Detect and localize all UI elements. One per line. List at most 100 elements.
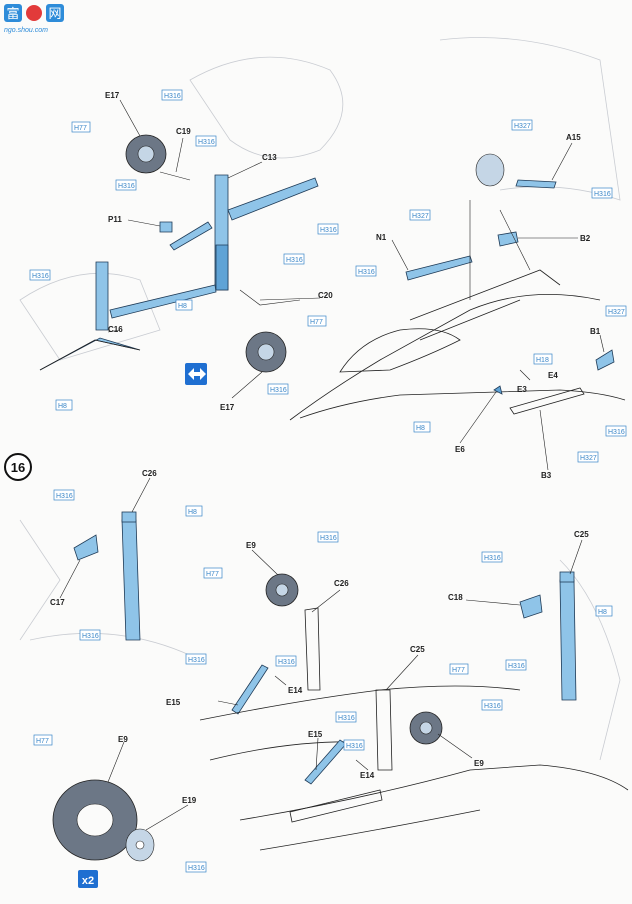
paint-h316: H316 bbox=[605, 425, 627, 437]
e15-link-lower bbox=[304, 739, 347, 785]
paint-h77: H77 bbox=[203, 567, 223, 579]
label-c17: C17 bbox=[50, 598, 65, 607]
multiplier-badge: x2 bbox=[78, 870, 98, 888]
step16-left-gear bbox=[73, 511, 141, 641]
label-c25-centre: C25 bbox=[410, 645, 425, 654]
label-e9-top: E9 bbox=[246, 541, 256, 550]
multiplier-text: x2 bbox=[82, 875, 94, 887]
paint-h316: H316 bbox=[79, 629, 101, 641]
label-e19: E19 bbox=[182, 796, 197, 805]
c18-part bbox=[519, 594, 543, 619]
paint-h8: H8 bbox=[55, 399, 73, 411]
watermark-char-2: 网 bbox=[48, 6, 61, 21]
label-e17-bottom: E17 bbox=[220, 403, 235, 412]
svg-text:H8: H8 bbox=[178, 303, 187, 310]
svg-text:H77: H77 bbox=[36, 738, 49, 745]
svg-text:H327: H327 bbox=[580, 455, 597, 462]
paint-h316: H316 bbox=[53, 489, 75, 501]
paint-h327: H327 bbox=[605, 305, 627, 317]
c25-strut-right bbox=[559, 579, 577, 701]
svg-text:H316: H316 bbox=[164, 93, 181, 100]
paint-h316: H316 bbox=[29, 269, 51, 281]
svg-text:H327: H327 bbox=[514, 123, 531, 130]
paint-h316: H316 bbox=[343, 739, 365, 751]
c17-part bbox=[73, 534, 99, 561]
paint-h316: H316 bbox=[591, 187, 613, 199]
label-e14-lower: E14 bbox=[360, 771, 375, 780]
label-c20: C20 bbox=[318, 291, 333, 300]
svg-text:H8: H8 bbox=[416, 425, 425, 432]
step-number: 16 bbox=[11, 460, 25, 475]
direction-arrow-badge-icon bbox=[185, 363, 207, 385]
nose-wheel bbox=[475, 153, 505, 187]
svg-text:H316: H316 bbox=[188, 657, 205, 664]
label-c16: C16 bbox=[108, 325, 123, 334]
paint-h316: H316 bbox=[275, 655, 297, 667]
svg-text:H316: H316 bbox=[338, 715, 355, 722]
paint-h316: H316 bbox=[335, 711, 357, 723]
label-c13: C13 bbox=[262, 153, 277, 162]
label-b1: B1 bbox=[590, 327, 601, 336]
label-e6: E6 bbox=[455, 445, 465, 454]
svg-text:H316: H316 bbox=[358, 269, 375, 276]
label-c26-centre: C26 bbox=[334, 579, 349, 588]
svg-text:H316: H316 bbox=[270, 387, 287, 394]
svg-text:H316: H316 bbox=[320, 535, 337, 542]
label-e17-top: E17 bbox=[105, 91, 120, 100]
label-e3: E3 bbox=[517, 385, 527, 394]
watermark-char-1: 富 bbox=[6, 6, 19, 21]
label-e9-left: E9 bbox=[118, 735, 128, 744]
step16-right-gear bbox=[519, 571, 577, 701]
c13-brace-arm bbox=[227, 177, 319, 221]
paint-h8: H8 bbox=[413, 421, 431, 433]
svg-text:H316: H316 bbox=[346, 743, 363, 750]
label-b2: B2 bbox=[580, 234, 591, 243]
aircraft-nose-upper bbox=[289, 269, 626, 421]
b1-part bbox=[595, 349, 615, 371]
svg-text:H8: H8 bbox=[58, 403, 67, 410]
label-c25-right: C25 bbox=[574, 530, 589, 539]
paint-h316: H316 bbox=[481, 699, 503, 711]
svg-text:H316: H316 bbox=[594, 191, 611, 198]
paint-h77: H77 bbox=[449, 663, 469, 675]
svg-text:H327: H327 bbox=[608, 309, 625, 316]
b2-part bbox=[497, 231, 519, 247]
c26-cap bbox=[121, 511, 137, 523]
label-n1: N1 bbox=[376, 233, 387, 242]
svg-text:H316: H316 bbox=[56, 493, 73, 500]
paint-h77: H77 bbox=[33, 734, 53, 746]
svg-text:H316: H316 bbox=[82, 633, 99, 640]
part-labels: E17 C19 C13 P11 A15 B2 N1 C16 C20 E17 B1… bbox=[50, 91, 601, 805]
label-c26-left: C26 bbox=[142, 469, 157, 478]
svg-text:H77: H77 bbox=[452, 667, 465, 674]
paint-h8: H8 bbox=[185, 505, 203, 517]
n1-door bbox=[405, 255, 473, 281]
svg-text:H77: H77 bbox=[74, 125, 87, 132]
paint-h316: H316 bbox=[283, 253, 305, 265]
svg-text:H77: H77 bbox=[310, 319, 323, 326]
svg-text:H316: H316 bbox=[188, 865, 205, 872]
svg-text:H18: H18 bbox=[536, 357, 549, 364]
watermark-logo: 富 网 ngo.shou.com bbox=[4, 4, 64, 34]
e15-link-upper bbox=[231, 664, 269, 715]
main-gear-upper-assembly bbox=[39, 134, 319, 373]
svg-text:H316: H316 bbox=[508, 663, 525, 670]
label-b3: B3 bbox=[541, 471, 552, 480]
paint-h316: H316 bbox=[115, 179, 137, 191]
label-p11: P11 bbox=[108, 215, 122, 224]
c16-strut bbox=[95, 261, 109, 331]
paint-h316: H316 bbox=[355, 265, 377, 277]
paint-h316: H316 bbox=[161, 89, 183, 101]
leader-lines bbox=[59, 99, 605, 831]
svg-text:H316: H316 bbox=[484, 555, 501, 562]
paint-h316: H316 bbox=[185, 653, 207, 665]
svg-text:H8: H8 bbox=[598, 609, 607, 616]
svg-text:H316: H316 bbox=[118, 183, 135, 190]
svg-text:H8: H8 bbox=[188, 509, 197, 516]
c26-strut-left bbox=[121, 519, 141, 641]
paint-h77: H77 bbox=[307, 315, 327, 327]
svg-text:H316: H316 bbox=[32, 273, 49, 280]
label-e15-lower: E15 bbox=[308, 730, 323, 739]
paint-h316: H316 bbox=[267, 383, 289, 395]
paint-h327: H327 bbox=[577, 451, 599, 463]
